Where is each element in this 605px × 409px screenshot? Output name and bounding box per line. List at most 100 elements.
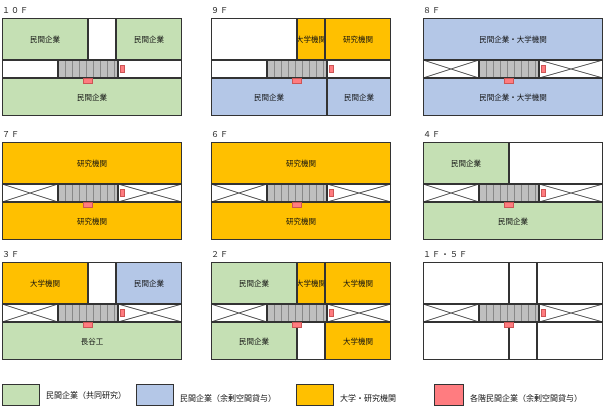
room-empty — [211, 18, 297, 60]
void-cross-icon — [210, 183, 268, 203]
elevator-hall-marker — [83, 78, 93, 84]
floor-panel: 民間企業民間企業 — [422, 142, 604, 240]
void-cross-icon — [326, 183, 392, 203]
room-bl: 民間企業 — [211, 322, 297, 360]
stair-core — [479, 184, 539, 202]
elevator-hall-marker — [504, 78, 514, 84]
room-empty — [423, 322, 509, 360]
room-bl: 民間企業 — [211, 78, 327, 116]
floor-panel: 民間企業・大学機関民間企業・大学機関 — [422, 18, 604, 116]
room-bfull: 民間企業・大学機関 — [423, 78, 603, 116]
room-tfull: 民間企業・大学機関 — [423, 18, 603, 60]
floor-panel: 民間企業大学機関大学機関民間企業大学機関 — [210, 262, 392, 360]
floor-label: ６Ｆ — [211, 130, 229, 139]
floor-panel: 研究機関研究機関 — [210, 142, 392, 240]
floor-label: １Ｆ・５Ｆ — [423, 250, 468, 259]
elevator-hall-marker — [83, 322, 93, 328]
void-cross-icon — [422, 303, 480, 323]
room-tr: 民間企業 — [116, 262, 182, 304]
room-bfull: 民間企業 — [423, 202, 603, 240]
shared-space-marker — [329, 309, 334, 317]
void-cross-icon — [1, 303, 59, 323]
shared-space-marker — [120, 309, 125, 317]
room-bfull: 長谷工 — [2, 322, 182, 360]
void-cross-icon — [538, 59, 604, 79]
void-cross-icon — [117, 183, 183, 203]
room-tr: 大学機関 — [325, 262, 391, 304]
room-empty — [297, 322, 325, 360]
shared-space-marker — [120, 65, 125, 73]
floor-label: ７Ｆ — [2, 130, 20, 139]
room-empty — [509, 262, 537, 304]
stair-core — [479, 60, 539, 78]
floor-panel: 大学機関研究機関民間企業民間企業 — [211, 18, 391, 116]
legend-swatch — [296, 384, 334, 406]
room-tr: 研究機関 — [325, 18, 391, 60]
void-cross-icon — [117, 303, 183, 323]
elevator-hall-marker — [292, 322, 302, 328]
void-cross-icon — [326, 303, 392, 323]
shared-space-marker — [120, 189, 125, 197]
floor-panel — [422, 262, 604, 360]
room-tl: 民間企業 — [211, 262, 297, 304]
room-tm: 大学機関 — [297, 262, 325, 304]
void-cross-icon — [422, 183, 480, 203]
stair-core — [479, 304, 539, 322]
elevator-hall-marker — [504, 202, 514, 208]
room-empty — [537, 262, 603, 304]
room-empty — [88, 18, 116, 60]
legend-swatch — [434, 384, 464, 406]
floor-label: ９Ｆ — [211, 6, 229, 15]
room-tm: 大学機関 — [297, 18, 325, 60]
room-empty — [2, 60, 58, 78]
room-empty — [537, 322, 603, 360]
floor-panel: 研究機関研究機関 — [1, 142, 183, 240]
legend-swatch — [136, 384, 174, 406]
legend-label: 各階民間企業（余剰空間貸与） — [470, 394, 582, 403]
stair-core — [58, 60, 118, 78]
void-cross-icon — [538, 303, 604, 323]
void-cross-icon — [210, 303, 268, 323]
stair-core — [58, 304, 118, 322]
room-empty — [423, 262, 509, 304]
floor-label: ３Ｆ — [2, 250, 20, 259]
room-tr: 民間企業 — [116, 18, 182, 60]
room-tfull: 研究機関 — [2, 142, 182, 184]
room-empty — [327, 60, 391, 78]
legend-swatch — [2, 384, 40, 406]
elevator-hall-marker — [83, 202, 93, 208]
legend-label: 民間企業（共同研究） — [46, 391, 126, 400]
room-bfull: 研究機関 — [211, 202, 391, 240]
stair-core — [267, 184, 327, 202]
legend-label: 大学・研究機関 — [340, 394, 396, 403]
room-tfull: 研究機関 — [211, 142, 391, 184]
floor-label: ８Ｆ — [423, 6, 441, 15]
elevator-hall-marker — [292, 78, 302, 84]
floor-label: ２Ｆ — [211, 250, 229, 259]
room-tl: 大学機関 — [2, 262, 88, 304]
room-empty — [118, 60, 182, 78]
room-br: 民間企業 — [327, 78, 391, 116]
shared-space-marker — [541, 189, 546, 197]
shared-space-marker — [541, 65, 546, 73]
room-empty — [509, 322, 537, 360]
shared-space-marker — [329, 189, 334, 197]
floor-panel: 民間企業民間企業民間企業 — [2, 18, 182, 116]
shared-space-marker — [541, 309, 546, 317]
room-br: 大学機関 — [325, 322, 391, 360]
floor-label: ４Ｆ — [423, 130, 441, 139]
elevator-hall-marker — [292, 202, 302, 208]
void-cross-icon — [538, 183, 604, 203]
stair-core — [267, 304, 327, 322]
floor-panel: 大学機関民間企業長谷工 — [1, 262, 183, 360]
room-empty — [88, 262, 116, 304]
room-tl: 民間企業 — [423, 142, 509, 184]
void-cross-icon — [1, 183, 59, 203]
void-cross-icon — [422, 59, 480, 79]
room-tl: 民間企業 — [2, 18, 88, 60]
elevator-hall-marker — [504, 322, 514, 328]
legend-label: 民間企業（余剰空間貸与） — [180, 394, 276, 403]
stair-core — [58, 184, 118, 202]
room-empty — [211, 60, 267, 78]
shared-space-marker — [329, 65, 334, 73]
